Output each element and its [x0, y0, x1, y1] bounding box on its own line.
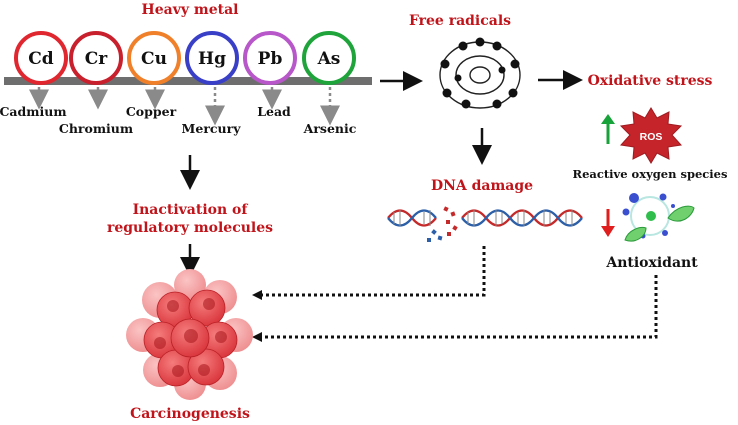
- metal-pb: Pb: [243, 31, 297, 85]
- metal-name-cadmium: Cadmium: [0, 104, 67, 119]
- ros-burst-icon: ROS: [619, 107, 683, 164]
- metal-circle-hg: [185, 31, 239, 85]
- metal-symbol-cd: Cd: [28, 49, 54, 69]
- metal-symbol-pb: Pb: [258, 49, 283, 69]
- ros-label: Reactive oxygen species: [573, 167, 728, 181]
- metal-bar: [4, 77, 372, 85]
- cancer-cell-cluster-icon: [126, 269, 253, 400]
- metal-circle-cr: [69, 31, 123, 85]
- dna-helix-icon: [387, 206, 583, 242]
- metal-cd: Cd: [14, 31, 68, 85]
- metal-name-mercury: Mercury: [182, 121, 242, 136]
- metal-circle-cd: [14, 31, 68, 85]
- carcinogenesis-label: Carcinogenesis: [130, 406, 250, 422]
- metal-symbol-as: As: [317, 49, 341, 69]
- dna-damage-label: DNA damage: [431, 178, 533, 194]
- dotted-arrow-antioxidant-to-cancer: [262, 275, 658, 339]
- metal-circle-as: [302, 31, 356, 85]
- metal-as: As: [302, 31, 356, 85]
- metal-symbol-hg: Hg: [198, 49, 226, 69]
- free-radicals-label: Free radicals: [409, 13, 511, 29]
- metal-name-lead: Lead: [257, 104, 291, 119]
- heavy-metal-title: Heavy metal: [142, 2, 239, 18]
- dotted-arrow-dna-to-cancer: [262, 246, 486, 297]
- antioxidant-icon: [622, 193, 695, 242]
- metal-symbol-cu: Cu: [141, 49, 167, 69]
- antioxidant-label: Antioxidant: [605, 255, 698, 271]
- metal-hg: Hg: [185, 31, 239, 85]
- metal-name-chromium: Chromium: [59, 121, 133, 136]
- oxidative-stress-label: Oxidative stress: [588, 73, 713, 89]
- metal-cr: Cr: [69, 31, 123, 85]
- metal-name-copper: Copper: [126, 104, 177, 119]
- metal-label-arrows: [29, 87, 340, 126]
- ros-badge: ROS: [640, 131, 663, 143]
- metal-symbol-cr: Cr: [85, 49, 109, 69]
- metal-circle-cu: [127, 31, 181, 85]
- inactivation-label-line1: Inactivation of: [133, 202, 249, 218]
- free-radical-atom-icon: [439, 37, 521, 109]
- metal-name-arsenic: Arsenic: [303, 121, 357, 136]
- inactivation-label-line2: regulatory molecules: [107, 220, 273, 236]
- metal-circle-pb: [243, 31, 297, 85]
- metal-cu: Cu: [127, 31, 181, 85]
